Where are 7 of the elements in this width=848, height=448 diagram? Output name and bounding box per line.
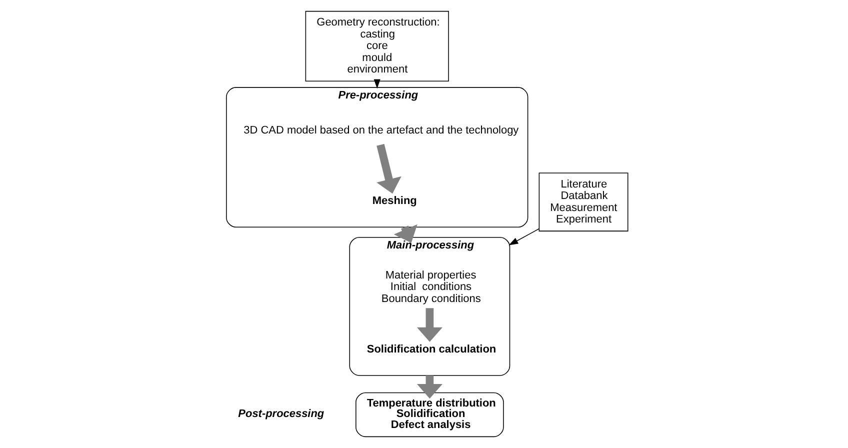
node-text: Solidification calculation: [366, 343, 496, 356]
node-label: Pre-processing: [338, 90, 418, 102]
node-label: Main-processing: [386, 239, 474, 252]
node-label: Post-processing: [238, 408, 324, 420]
node-text: Material properties Initial conditions Boundary conditions: [381, 269, 481, 305]
node-text: 3D CAD model based on the artefact and the technology: [244, 124, 519, 137]
node-text: Meshing: [372, 195, 417, 208]
